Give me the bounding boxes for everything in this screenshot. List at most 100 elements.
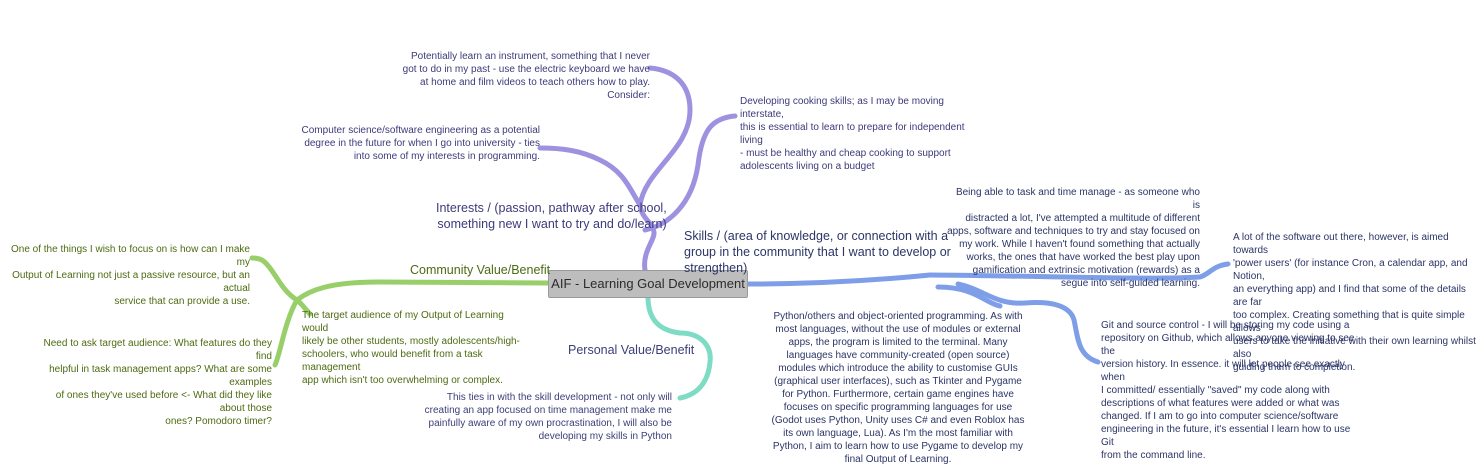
text-line: from the command line. — [1101, 450, 1206, 461]
node-instrument[interactable]: Potentially learn an instrument, somethi… — [372, 50, 650, 102]
branch-label-skills[interactable]: Skills / (area of knowledge, or connecti… — [684, 228, 951, 276]
text-line: works, the ones that have worked the bes… — [966, 252, 1200, 263]
text-line: Python/others and object-oriented progra… — [773, 311, 1023, 322]
text-line: This ties in with the skill development … — [446, 392, 672, 403]
text-line: Personal Value/Benefit — [568, 343, 695, 357]
text-line: its own language, Lua). As I'm the most … — [783, 428, 1013, 439]
connector-community-focus — [249, 255, 300, 303]
text-line: I committed/ essentially "saved" my code… — [1101, 385, 1330, 396]
connector-interests-main — [637, 202, 657, 273]
text-line: modules which introduce the ability to c… — [778, 363, 1018, 374]
text-line: ones? Pomodoro timer? — [165, 416, 272, 427]
text-line: for Python. Furthermore, certain game en… — [782, 389, 1014, 400]
text-line: adolescents living on a budget — [740, 161, 875, 172]
text-line: an everything app) and I find that some … — [1233, 284, 1466, 308]
text-line: engineering in the future, it's essentia… — [1101, 424, 1351, 448]
text-line: Community Value/Benefit — [410, 263, 551, 277]
text-line: group in the community that I want to de… — [684, 245, 951, 259]
branch-label-interests[interactable]: Interests / (passion, pathway after scho… — [436, 200, 667, 232]
text-line: most languages, without the use of modul… — [775, 324, 1021, 335]
text-line: apps, software and techniques to try and… — [947, 226, 1200, 237]
text-line: A lot of the software out there, however… — [1233, 232, 1449, 256]
text-line: - must be healthy and cheap cooking to s… — [740, 148, 951, 159]
text-line: likely be other students, mostly adolesc… — [302, 336, 520, 347]
connector-skills-python — [935, 284, 1003, 309]
text-line: of ones they've used before <- What did … — [55, 390, 272, 414]
connector-personal-python-skills — [677, 330, 713, 401]
skills-connectors — [745, 261, 1231, 365]
text-line: degree in the future for when I go into … — [304, 138, 540, 149]
text-line: Potentially learn an instrument, somethi… — [410, 51, 650, 62]
text-line: Computer science/software engineering as… — [301, 125, 540, 136]
text-line: (Godot uses Python, Unity uses C# and ev… — [771, 415, 1025, 426]
text-line: version history. In essence. it will let… — [1101, 359, 1345, 383]
node-git[interactable]: Git and source control - I will be stori… — [1101, 319, 1363, 462]
text-line: Python, I aim to learn how to use Pygame… — [772, 441, 1024, 452]
node-time-management[interactable]: Being able to task and time manage - as … — [946, 186, 1200, 290]
node-community-focus[interactable]: One of the things I wish to focus on is … — [6, 243, 250, 308]
text-line: schoolers, who would benefit from a task… — [302, 349, 483, 373]
branch-label-personal[interactable]: Personal Value/Benefit — [568, 342, 694, 358]
text-line: final Output of Learning. — [844, 454, 952, 465]
text-line: this is essential to learn to prepare fo… — [740, 122, 965, 146]
text-line: service that can provide a use. — [114, 296, 250, 307]
text-line: Interests / (passion, pathway after scho… — [436, 201, 667, 215]
text-line: (graphical user interfaces), such as Tki… — [774, 376, 1022, 387]
text-line: painfully aware of my own procrastinatio… — [428, 418, 672, 429]
text-line: Git and source control - I will be stori… — [1101, 320, 1350, 331]
text-line: users to take the initiative with their … — [1233, 336, 1476, 360]
node-python-oop[interactable]: Python/others and object-oriented progra… — [768, 310, 1028, 466]
connector-community-main — [294, 279, 551, 303]
text-line: something new I want to try and do/learn… — [437, 217, 667, 231]
text-line: Consider: — [607, 90, 650, 101]
text-line: distracted a lot, I've attempted a multi… — [965, 213, 1200, 224]
node-cooking[interactable]: Developing cooking skills; as I may be m… — [740, 95, 990, 173]
text-line: app which isn't too overwhelming or comp… — [302, 375, 503, 386]
text-line: One of the things I wish to focus on is … — [10, 244, 250, 268]
node-python-skills[interactable]: This ties in with the skill development … — [420, 391, 672, 443]
node-ask-audience[interactable]: Need to ask target audience: What featur… — [30, 337, 272, 428]
text-line: The target audience of my Output of Lear… — [302, 310, 504, 334]
text-line: strengthen) — [684, 261, 748, 275]
connector-skills-main — [745, 272, 933, 287]
text-line: Need to ask target audience: What featur… — [43, 338, 272, 362]
branch-label-community[interactable]: Community Value/Benefit — [410, 262, 550, 278]
community-connectors — [249, 255, 551, 368]
text-line: Being able to task and time manage - as … — [955, 187, 1200, 211]
text-line: changed. If I am to go into computer sci… — [1101, 411, 1339, 422]
personal-connectors — [645, 294, 713, 401]
node-power-users[interactable]: A lot of the software out there, however… — [1233, 231, 1478, 374]
text-line: Skills / (area of knowledge, or connecti… — [684, 229, 949, 243]
text-line: repository on Github, which allows anyon… — [1101, 333, 1355, 357]
connector-interests-cs-degree — [537, 145, 643, 208]
connector-interests-cooking — [642, 113, 738, 233]
text-line: languages have community-created (open s… — [786, 350, 1010, 361]
text-line: developing my skills in Python — [538, 431, 672, 442]
text-line: apps, the program is limited to the term… — [788, 337, 1008, 348]
connector-skills-time-management — [927, 261, 1231, 281]
text-line: guiding them to completion. — [1233, 362, 1356, 373]
text-line: got to do in my past - use the electric … — [402, 64, 650, 75]
text-line: creating an app focused on time manageme… — [424, 405, 672, 416]
connector-skills-git — [955, 281, 1101, 365]
node-cs-degree[interactable]: Computer science/software engineering as… — [298, 124, 540, 163]
interests-connectors — [537, 65, 738, 273]
central-topic[interactable]: AIF - Learning Goal Development — [548, 270, 748, 298]
text-line: focuses on specific programming language… — [783, 402, 1013, 413]
node-target-audience[interactable]: The target audience of my Output of Lear… — [302, 309, 532, 387]
text-line: descriptions of what features were added… — [1101, 398, 1340, 409]
text-line: 'power users' (for instance Cron, a cale… — [1233, 258, 1468, 282]
text-line: Output of Learning not just a passive re… — [12, 270, 250, 294]
text-line: gamification and extrinsic motivation (r… — [972, 265, 1200, 276]
connector-interests-instrument — [637, 65, 693, 208]
text-line: helpful in task management apps? What ar… — [49, 364, 272, 388]
text-line: too complex. Creating something that is … — [1233, 310, 1465, 334]
text-line: my work. While I haven't found something… — [959, 239, 1200, 250]
text-line: at home and film videos to teach others … — [420, 77, 650, 88]
text-line: segue into self-guided learning. — [1061, 278, 1200, 289]
text-line: into some of my interests in programming… — [353, 151, 540, 162]
connector-community-ask-audience — [272, 297, 300, 368]
text-line: Developing cooking skills; as I may be m… — [740, 96, 944, 120]
connector-personal-main — [645, 294, 683, 336]
